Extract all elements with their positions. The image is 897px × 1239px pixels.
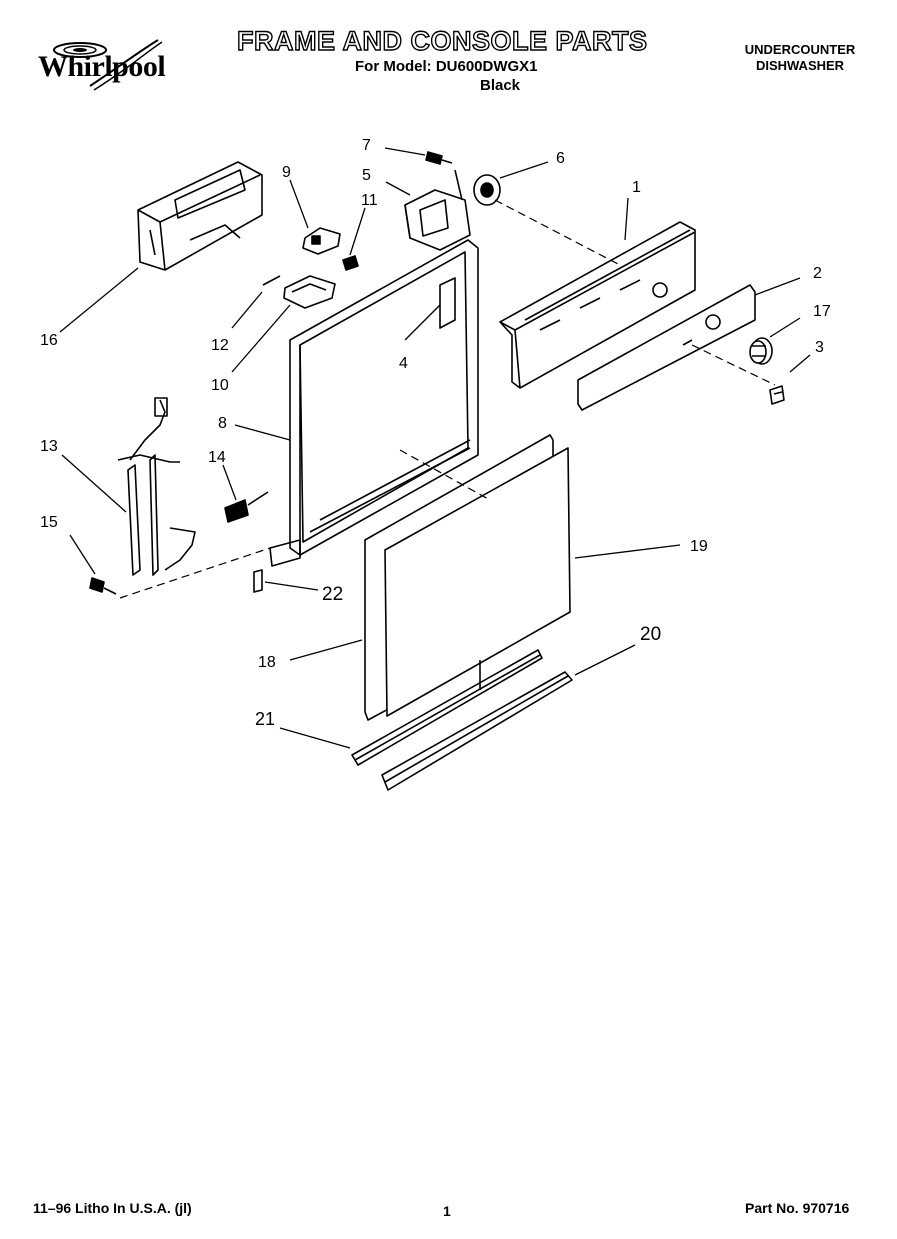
part-13-harness: [117, 397, 196, 576]
product-line-2: DISHWASHER: [755, 58, 845, 73]
callout-18: 18: [258, 654, 276, 671]
model-line: For Model: DU600DWGX1: [355, 58, 538, 75]
part-7-screw: [425, 151, 453, 165]
callout-2: 2: [813, 265, 822, 282]
callout-21: 21: [255, 709, 275, 729]
callout-22: 22: [322, 584, 343, 605]
part-11-connector: [342, 255, 359, 271]
part-14-switch: [224, 491, 269, 523]
callout-3: 3: [815, 339, 824, 356]
model-color: Black: [480, 77, 521, 94]
product-line-1: UNDERCOUNTER: [744, 42, 856, 57]
part-20-trim: [381, 671, 573, 791]
part-17-knob: [749, 337, 773, 365]
part-21-trim: [351, 649, 543, 766]
leader-lines: [59, 147, 811, 749]
part-6-clip: [473, 174, 501, 206]
callout-13: 13: [40, 438, 58, 455]
callout-11: 11: [361, 192, 378, 209]
part-16-cover: [137, 161, 263, 271]
brand-wordmark: Whirlpool: [38, 50, 166, 83]
whirlpool-swirl-icon: [53, 39, 163, 91]
part-3-clip: [769, 385, 785, 405]
model-prefix: For Model:: [355, 58, 432, 75]
callout-20: 20: [640, 624, 661, 645]
callout-10: 10: [211, 377, 229, 394]
callout-8: 8: [218, 415, 227, 432]
print-info: 11–96 Litho In U.S.A. (jl): [33, 1200, 192, 1216]
part-1-console: [499, 221, 696, 389]
brand-logo: Whirlpool: [30, 36, 180, 96]
alignment-lines: [119, 199, 776, 599]
callout-4: 4: [399, 355, 408, 372]
exploded-parts-diagram: 1 2 3 4 5 6 7 8 9 10 11 12 13 14 15 16 1…: [40, 137, 831, 791]
part-22-clip: [253, 569, 263, 593]
part-12-pin: [262, 275, 281, 286]
callout-6: 6: [556, 150, 565, 167]
part-10-bracket: [283, 275, 336, 309]
callout-9: 9: [282, 164, 291, 181]
part-number: Part No. 970716: [745, 1200, 850, 1216]
callout-19: 19: [690, 538, 708, 555]
callout-labels: 1 2 3 4 5 6 7 8 9 10 11 12 13 14 15 16 1…: [40, 137, 831, 729]
model-number: DU600DWGX1: [435, 58, 538, 75]
part-2-panel: [577, 284, 756, 411]
page-title: FRAME AND CONSOLE PARTS: [236, 25, 648, 56]
callout-12: 12: [211, 337, 229, 354]
callout-14: 14: [208, 449, 226, 466]
callout-5: 5: [362, 167, 371, 184]
callout-15: 15: [40, 514, 58, 531]
product-type: UNDERCOUNTER DISHWASHER: [730, 42, 870, 74]
callout-1: 1: [632, 179, 641, 196]
page-number: 1: [443, 1203, 451, 1219]
part-9-switch: [302, 227, 341, 255]
part-19-panel: [384, 447, 571, 717]
callout-17: 17: [813, 303, 831, 320]
callout-16: 16: [40, 332, 58, 349]
part-8-frame: [269, 239, 479, 567]
part-15-screw: [89, 577, 117, 595]
part-5-housing: [404, 169, 471, 251]
callout-7: 7: [362, 137, 371, 154]
